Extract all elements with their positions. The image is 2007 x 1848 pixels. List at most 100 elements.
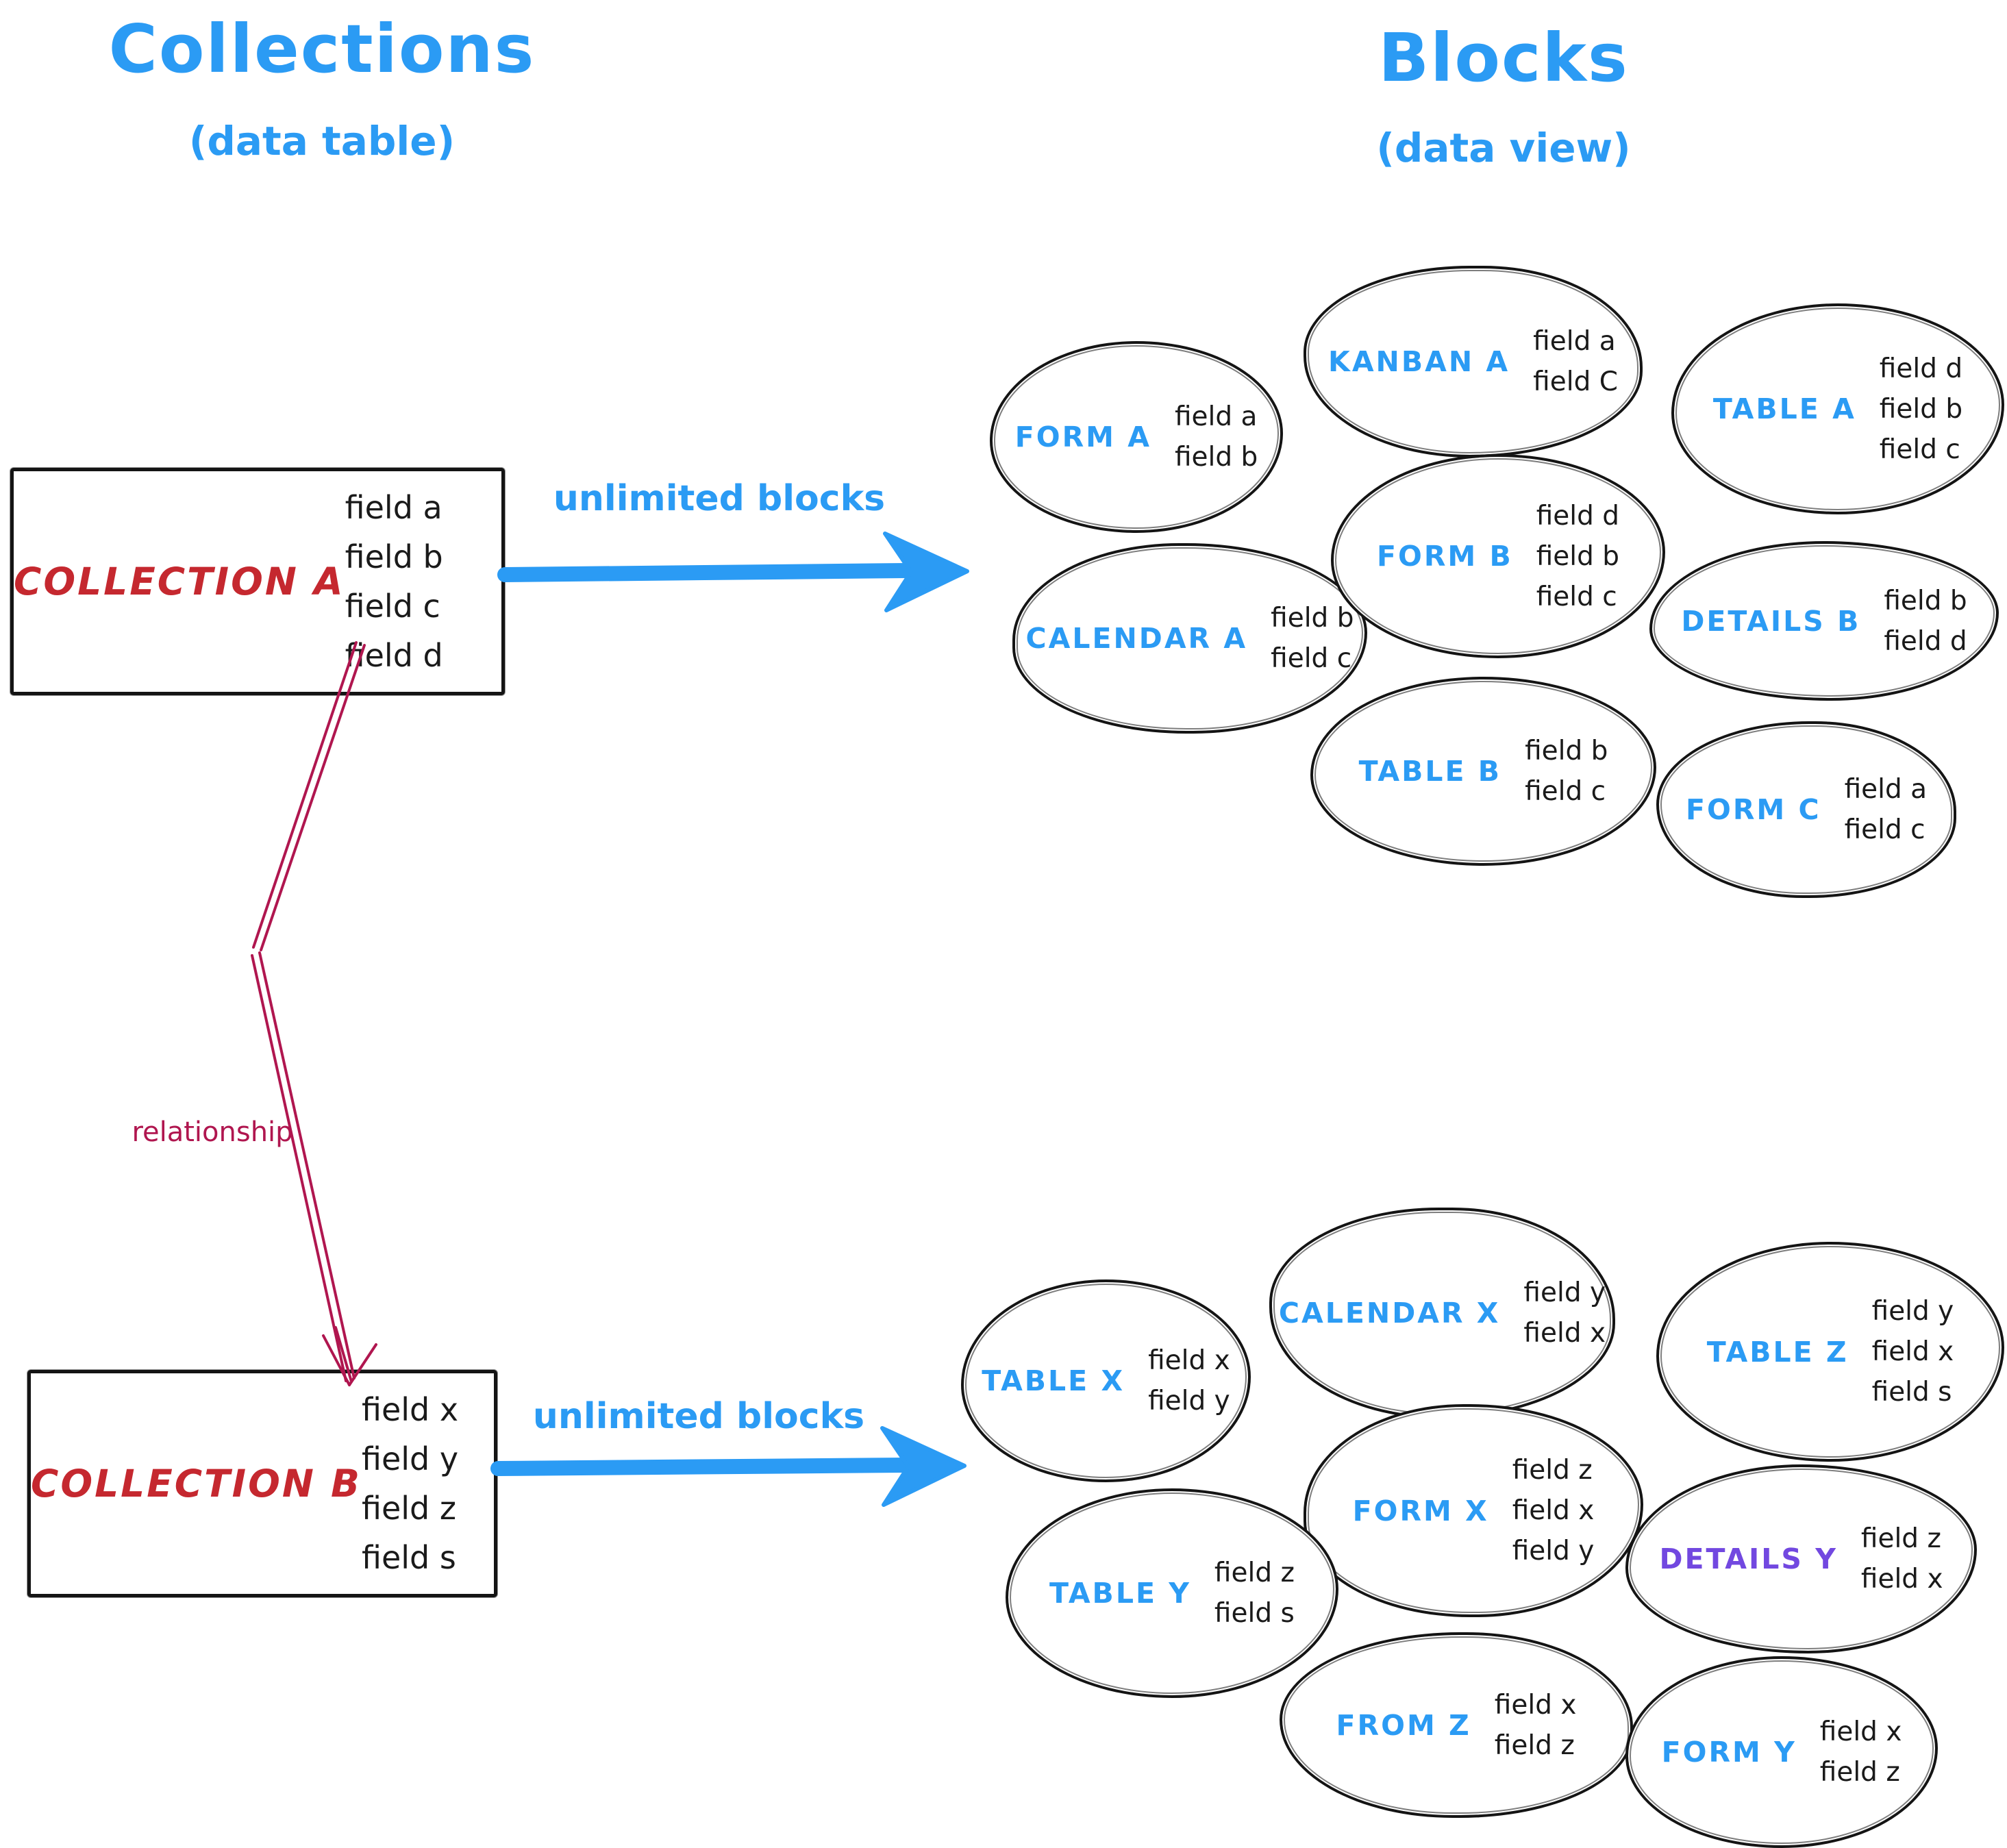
- block-table-z: TABLE Z field y field x field s: [1656, 1242, 2004, 1462]
- block-kanban-a: KANBAN A field a field C: [1304, 266, 1643, 458]
- block-fields: field x field z: [1820, 1716, 1902, 1788]
- relationship-label: relationship: [132, 1116, 293, 1148]
- block-field: field c: [1525, 776, 1606, 807]
- block-form-a: FORM A field a field b: [990, 341, 1283, 533]
- block-fields: field d field b field c: [1880, 353, 1962, 465]
- collection-b-box: COLLECTION B field x field y field z fie…: [27, 1370, 497, 1597]
- block-fields: field a field b: [1175, 401, 1258, 473]
- block-field: field x: [1512, 1495, 1595, 1526]
- block-field: field x: [1494, 1689, 1577, 1721]
- block-table-a: TABLE A field d field b field c: [1671, 303, 2004, 514]
- collections-title: Collections: [108, 10, 536, 88]
- block-field: field b: [1174, 442, 1258, 473]
- block-field: field c: [1844, 814, 1925, 845]
- block-fields: field b field c: [1525, 736, 1608, 807]
- collection-field: field b: [345, 538, 443, 575]
- block-field: field z: [1860, 1523, 1941, 1554]
- block-field: field x: [1871, 1336, 1954, 1367]
- block-label: FORM Y: [1661, 1736, 1797, 1769]
- block-label: FORM A: [1014, 421, 1151, 453]
- block-field: field C: [1533, 366, 1618, 397]
- block-calendar-a: CALENDAR A field b field c: [1012, 543, 1367, 734]
- block-field: field b: [1879, 393, 1963, 425]
- block-form-y: FORM Y field x field z: [1625, 1656, 1938, 1848]
- block-form-c: FORM C field a field c: [1656, 721, 1956, 898]
- block-field: field d: [1884, 625, 1967, 657]
- block-field: field x: [1148, 1345, 1230, 1376]
- block-label: TABLE Y: [1049, 1577, 1191, 1610]
- block-field: field b: [1536, 540, 1620, 572]
- blocks-subtitle: (data view): [1376, 125, 1631, 171]
- block-field: field d: [1536, 500, 1620, 532]
- block-table-y: TABLE Y field z field s: [1006, 1488, 1338, 1698]
- block-field: field y: [1148, 1386, 1230, 1416]
- block-label: CALENDAR X: [1278, 1297, 1501, 1329]
- collection-a-box: COLLECTION A field a field b field c fie…: [10, 468, 505, 695]
- block-field: field y: [1512, 1536, 1595, 1566]
- collection-field: field c: [345, 588, 440, 625]
- block-fields: field y field x field s: [1872, 1296, 1954, 1408]
- collections-subtitle: (data table): [188, 118, 456, 164]
- block-form-x: FORM X field z field x field y: [1304, 1404, 1643, 1617]
- block-field: field a: [1844, 774, 1928, 805]
- block-label: KANBAN A: [1328, 345, 1510, 378]
- block-field: field s: [1871, 1377, 1952, 1408]
- block-label: CALENDAR A: [1025, 622, 1248, 655]
- block-field: field c: [1879, 434, 1960, 465]
- block-fields: field y field x: [1523, 1277, 1606, 1349]
- block-label: TABLE X: [982, 1364, 1125, 1397]
- block-field: field y: [1523, 1277, 1606, 1308]
- block-details-y: DETAILS Y field z field x: [1625, 1464, 1977, 1653]
- collection-field: field y: [361, 1440, 459, 1477]
- block-label: FROM Z: [1336, 1708, 1471, 1742]
- collection-b-fields: field x field y field z field s: [362, 1394, 494, 1573]
- block-fields: field z field x field y: [1512, 1455, 1595, 1566]
- collection-a-label: COLLECTION A: [14, 560, 345, 603]
- block-field: field a: [1533, 326, 1616, 357]
- block-field: field x: [1523, 1318, 1606, 1349]
- block-details-b: DETAILS B field b field d: [1649, 541, 1999, 701]
- block-calendar-x: CALENDAR X field y field x: [1269, 1208, 1615, 1419]
- collection-b-label: COLLECTION B: [31, 1462, 362, 1506]
- collection-field: field d: [345, 637, 443, 674]
- block-fields: field a field c: [1845, 774, 1927, 845]
- block-fields: field b field d: [1884, 586, 1967, 657]
- block-field: field z: [1819, 1757, 1900, 1788]
- block-label: DETAILS B: [1681, 604, 1861, 638]
- block-field: field a: [1174, 401, 1258, 432]
- block-field: field b: [1525, 736, 1608, 766]
- block-field: field b: [1271, 603, 1354, 634]
- block-field: field c: [1271, 643, 1352, 674]
- block-field: field s: [1214, 1598, 1295, 1629]
- unlimited-blocks-arrow-top: [497, 532, 969, 612]
- block-field: field z: [1494, 1730, 1575, 1761]
- block-fields: field x field z: [1495, 1690, 1577, 1761]
- collection-field: field a: [345, 489, 442, 526]
- block-label: FORM C: [1685, 793, 1821, 826]
- relationship-arrow: [251, 641, 377, 1386]
- blocks-title: Blocks: [1378, 19, 1629, 97]
- block-table-x: TABLE X field x field y: [961, 1279, 1251, 1482]
- block-fields: field x field y: [1148, 1345, 1230, 1416]
- block-fields: field a field C: [1533, 326, 1618, 397]
- unlimited-blocks-label-top: unlimited blocks: [553, 478, 886, 519]
- block-field: field z: [1512, 1455, 1593, 1486]
- block-from-z: FROM Z field x field z: [1280, 1632, 1633, 1818]
- block-label: FORM X: [1352, 1494, 1489, 1527]
- block-form-b: FORM B field d field b field c: [1331, 454, 1665, 658]
- block-label: TABLE Z: [1706, 1335, 1849, 1369]
- block-field: field b: [1884, 585, 1967, 616]
- collection-field: field z: [361, 1490, 457, 1527]
- collection-a-fields: field a field b field c field d: [345, 492, 501, 671]
- block-field: field y: [1871, 1296, 1954, 1327]
- block-field: field z: [1214, 1558, 1295, 1588]
- unlimited-blocks-arrow-bottom: [490, 1426, 967, 1507]
- unlimited-blocks-label-bottom: unlimited blocks: [532, 1396, 865, 1437]
- collection-field: field s: [361, 1539, 456, 1576]
- block-fields: field z field s: [1214, 1558, 1295, 1629]
- block-field: field d: [1879, 353, 1963, 384]
- collection-field: field x: [361, 1391, 459, 1428]
- block-label: DETAILS Y: [1659, 1543, 1838, 1575]
- block-label: TABLE A: [1712, 392, 1856, 425]
- block-field: field x: [1819, 1716, 1902, 1747]
